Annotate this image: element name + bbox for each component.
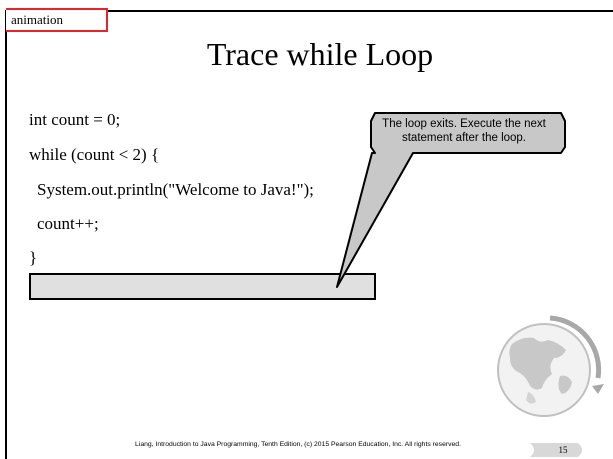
page-number: 15 — [558, 445, 568, 455]
slide-frame-top — [5, 10, 613, 12]
animation-tag-box — [6, 8, 108, 32]
slide-frame-left — [5, 10, 7, 459]
slide-footer: Liang, Introduction to Java Programming,… — [135, 441, 461, 448]
page-number-tab — [530, 443, 582, 457]
code-line-2: while (count < 2) { — [29, 145, 160, 164]
current-statement-highlight — [29, 273, 376, 300]
globe-logo-icon — [497, 315, 604, 417]
slide-title: Trace while Loop — [206, 36, 434, 72]
animation-tag: animation — [11, 12, 63, 27]
code-line-5: } — [29, 248, 38, 267]
code-line-3: System.out.println("Welcome to Java!"); — [37, 180, 314, 199]
code-line-4: count++; — [37, 214, 99, 233]
code-line-1: int count = 0; — [29, 110, 121, 129]
callout-text: The loop exits. Execute the next stateme… — [382, 118, 546, 144]
